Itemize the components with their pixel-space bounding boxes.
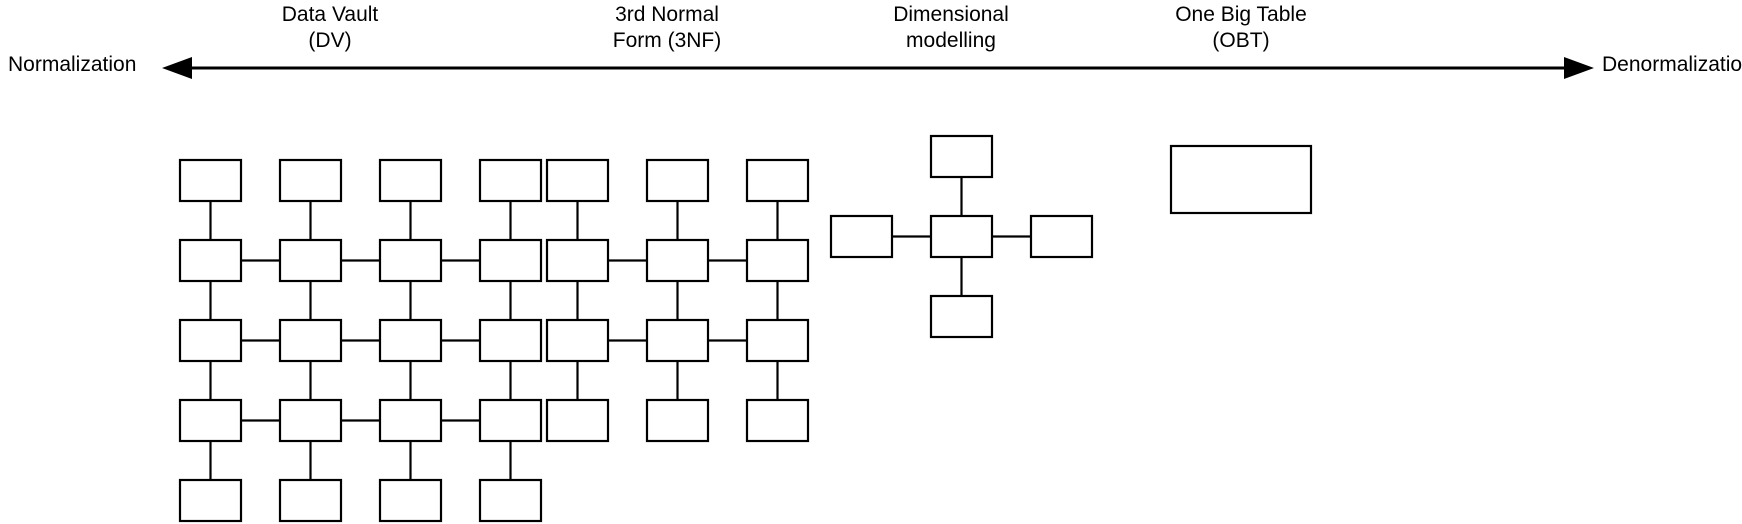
dimension-node (829, 214, 894, 259)
table-node (545, 158, 610, 203)
stage-label-dimensional-line1: Dimensional (893, 3, 1009, 26)
stage-label-data-vault-line2: (DV) (308, 29, 352, 52)
table-node (278, 478, 343, 523)
table-node (745, 398, 810, 443)
stage-label-3nf-line1: 3rd Normal (615, 3, 719, 26)
stage-label-obt-line2: (OBT) (1212, 29, 1270, 52)
table-node (545, 398, 610, 443)
stage-label-dimensional: Dimensional modelling (893, 2, 1009, 54)
dimension-node (929, 134, 994, 179)
table-node (478, 238, 543, 283)
table-node (478, 158, 543, 203)
table-node (545, 318, 610, 363)
table-node (178, 158, 243, 203)
table-node (378, 158, 443, 203)
obt-node (1169, 144, 1313, 215)
table-node (545, 238, 610, 283)
fact-node (929, 214, 994, 259)
table-node (278, 238, 343, 283)
axis-label-denormalization: Denormalization (1602, 53, 1742, 76)
dimension-node (1029, 214, 1094, 259)
table-node (278, 398, 343, 443)
table-node (378, 398, 443, 443)
table-node (478, 318, 543, 363)
table-node (178, 398, 243, 443)
axis-label-normalization: Normalization (8, 53, 137, 76)
obt-model (1169, 144, 1313, 215)
data-vault-model (178, 158, 543, 523)
axis-arrow-right-icon (1564, 57, 1594, 79)
table-node (645, 238, 710, 283)
table-node (478, 478, 543, 523)
table-node (378, 318, 443, 363)
stage-label-data-vault-line1: Data Vault (281, 3, 379, 26)
table-node (478, 398, 543, 443)
stage-label-3nf: 3rd Normal Form (3NF) (613, 2, 722, 54)
normalization-axis (162, 57, 1594, 79)
models-group (178, 134, 1313, 523)
table-node (278, 158, 343, 203)
dimension-node (929, 294, 994, 339)
stage-label-3nf-line2: Form (3NF) (612, 29, 722, 52)
axis-arrow-left-icon (162, 57, 192, 79)
dimensional-model (829, 134, 1094, 339)
table-node (745, 238, 810, 283)
table-node (645, 318, 710, 363)
table-node (178, 478, 243, 523)
table-node (645, 158, 710, 203)
stage-label-obt-line1: One Big Table (1175, 3, 1307, 26)
table-node (178, 238, 243, 283)
table-node (378, 238, 443, 283)
table-node (745, 318, 810, 363)
table-node (378, 478, 443, 523)
table-node (178, 318, 243, 363)
stage-label-data-vault: Data Vault (DV) (282, 2, 379, 54)
3nf-model (545, 158, 810, 443)
stage-label-obt: One Big Table (OBT) (1175, 2, 1307, 54)
table-node (645, 398, 710, 443)
stage-label-dimensional-line2: modelling (906, 29, 996, 52)
table-node (745, 158, 810, 203)
table-node (278, 318, 343, 363)
